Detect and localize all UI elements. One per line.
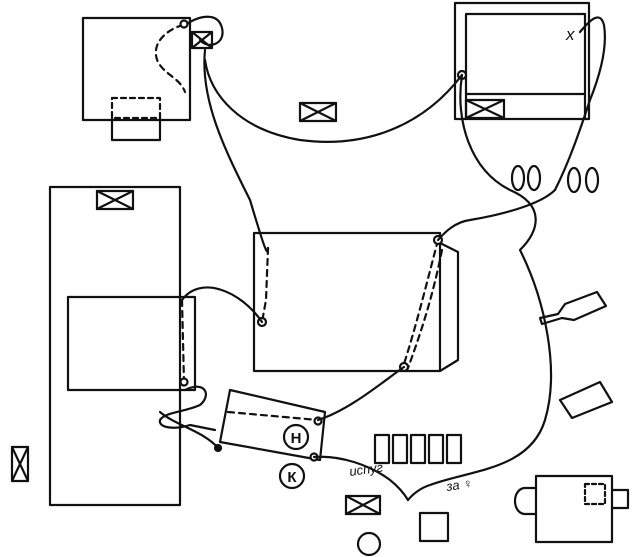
marker-k: К bbox=[278, 462, 306, 490]
cable-center-dashed-left bbox=[260, 246, 270, 324]
cable-main-left bbox=[203, 48, 270, 253]
annotation-left: испуг bbox=[348, 459, 384, 479]
center-box bbox=[252, 231, 460, 373]
cable-right-long bbox=[406, 73, 553, 502]
crossed-box-icon bbox=[10, 445, 30, 483]
cable-top-connect bbox=[203, 58, 464, 143]
cross-mark: x bbox=[565, 25, 575, 44]
top-left-drawer bbox=[110, 96, 162, 120]
marker-h-label: Н bbox=[291, 430, 302, 447]
hand-plug bbox=[158, 385, 217, 432]
circle-icon bbox=[356, 531, 382, 557]
top-right-box bbox=[453, 1, 591, 121]
device-dashed-line bbox=[226, 410, 320, 422]
top-left-box bbox=[81, 16, 192, 142]
cable-left-dashed bbox=[180, 298, 186, 384]
crossed-box-icon bbox=[95, 189, 135, 211]
crossed-box-icon bbox=[298, 101, 338, 123]
top-left-tab bbox=[110, 116, 162, 142]
footprints-icon bbox=[510, 164, 600, 194]
marker-k-label: К bbox=[287, 469, 297, 486]
plug-cable bbox=[158, 410, 220, 450]
cable-device-to-center bbox=[316, 365, 406, 422]
cable-right-to-center bbox=[436, 188, 557, 242]
chair-icon bbox=[558, 380, 614, 420]
cable-left-to-center bbox=[180, 286, 264, 324]
cable-top-left-loop bbox=[183, 15, 224, 46]
crossed-box-icon bbox=[464, 98, 506, 120]
tv-icon bbox=[513, 474, 630, 544]
cable-center-dashed-right bbox=[401, 238, 440, 369]
small-boxes-row bbox=[373, 433, 463, 465]
left-inner-box bbox=[66, 295, 197, 392]
left-tall-box bbox=[48, 185, 182, 507]
square-box bbox=[418, 511, 450, 543]
connector-dot bbox=[213, 443, 223, 453]
connector-dot bbox=[179, 19, 189, 29]
cable-top-left-dashed bbox=[154, 23, 187, 94]
cable-center-dashed-right-2 bbox=[406, 248, 444, 370]
marker-h: Н bbox=[282, 423, 310, 451]
crossed-box-icon bbox=[344, 494, 382, 516]
annotation-right: за ♀ bbox=[444, 475, 473, 494]
device-box bbox=[218, 388, 327, 462]
cable-device-bottom bbox=[312, 455, 410, 502]
bottle-icon bbox=[538, 290, 608, 326]
connector-dot bbox=[179, 377, 189, 387]
cable-top-right-loop bbox=[553, 16, 606, 192]
